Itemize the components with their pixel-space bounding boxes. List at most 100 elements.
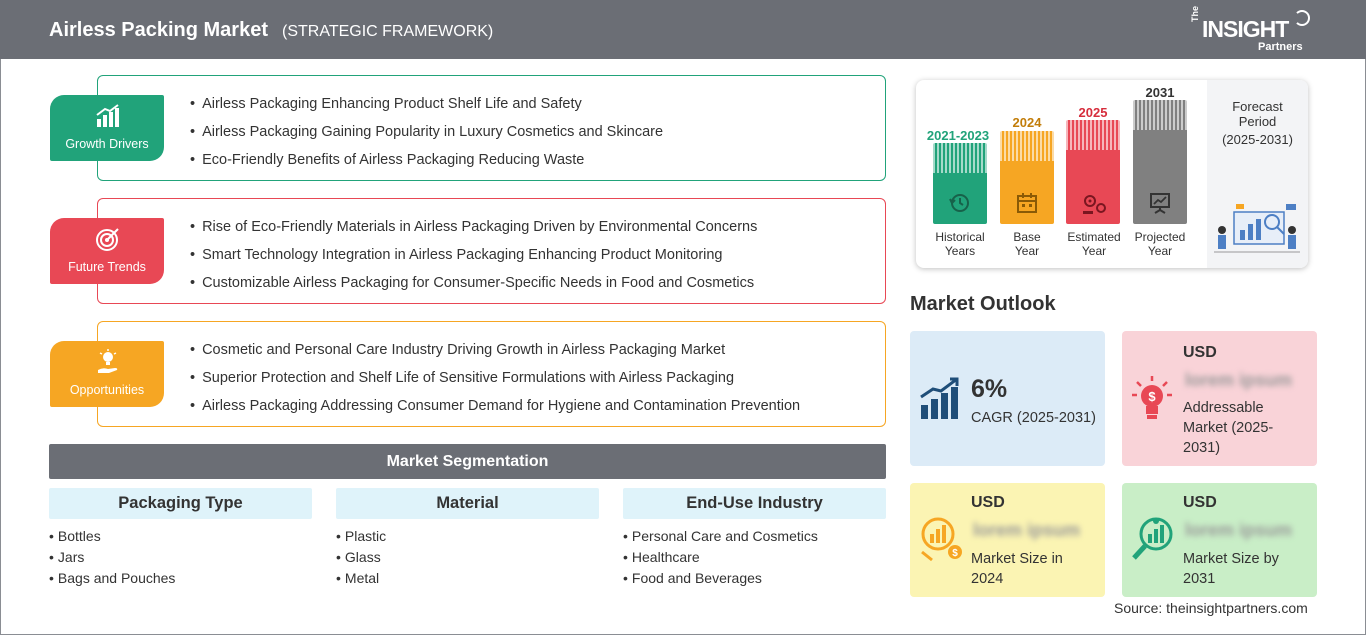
size-2031-label-1: Market Size by: [1183, 551, 1279, 567]
segment-title: End-Use Industry: [623, 488, 886, 519]
cagr-card: 6% CAGR (2025-2031): [910, 331, 1105, 466]
insight-partners-logo[interactable]: The INSIGHT Partners: [1190, 6, 1310, 54]
calendar-icon: [1017, 193, 1037, 213]
market-segmentation-header: Market Segmentation: [49, 444, 886, 479]
list-item: Rise of Eco-Friendly Materials in Airles…: [190, 217, 757, 245]
source-credit[interactable]: Source: theinsightpartners.com: [1114, 600, 1308, 616]
addressable-usd: USD: [1183, 344, 1217, 361]
caption-base-2: Year: [1014, 244, 1040, 258]
segment-end-use-industry: End-Use Industry Personal Care and Cosme…: [623, 488, 886, 589]
market-size-2024-card: USD lorem ipsum $ Market Size in 2024: [910, 483, 1105, 597]
bar-stripes: [1000, 131, 1054, 161]
size-2024-value-blurred: lorem ipsum: [973, 520, 1081, 540]
list-item: Healthcare: [623, 547, 886, 568]
lightbulb-dollar-icon: $: [1132, 376, 1172, 419]
bar-projected: [1133, 100, 1187, 224]
bar-stripes: [933, 143, 987, 173]
list-item: Smart Technology Integration in Airless …: [190, 245, 757, 273]
size-2031-usd: USD: [1183, 494, 1217, 511]
future-trends-label: Future Trends: [68, 260, 146, 274]
header-bar: Airless Packing Market (STRATEGIC FRAMEW…: [0, 0, 1366, 59]
page-subtitle: (STRATEGIC FRAMEWORK): [282, 23, 494, 40]
size-2024-usd: USD: [971, 494, 1005, 511]
segment-material: Material Plastic Glass Metal: [336, 488, 599, 589]
size-2024-label-2: 2024: [971, 571, 1004, 587]
list-item: Glass: [336, 547, 599, 568]
segment-title: Packaging Type: [49, 488, 312, 519]
forecast-line2: Period: [1238, 114, 1277, 129]
logo-partners: Partners: [1258, 41, 1303, 53]
list-item: Food and Beverages: [623, 568, 886, 589]
addressable-market-card: USD lorem ipsum $ Addressable Market (20…: [1122, 331, 1317, 466]
size-2024-label-1: Market Size in: [971, 551, 1063, 567]
list-item: Jars: [49, 547, 312, 568]
timeline-card: Forecast Period (2025-2031) 2021-2023: [916, 80, 1308, 268]
future-trends-badge: Future Trends: [50, 218, 164, 284]
market-outlook-title: Market Outlook: [910, 293, 1056, 315]
addressable-label-3: 2031): [1183, 440, 1221, 456]
year-label-base: 2024: [1012, 115, 1042, 130]
growth-drivers-list: Airless Packaging Enhancing Product Shel…: [190, 94, 663, 178]
bar-base: [1000, 131, 1054, 224]
logo-arc-icon: [1294, 10, 1310, 26]
opportunities-badge: Opportunities: [50, 341, 164, 407]
growth-drivers-badge: Growth Drivers: [50, 95, 164, 161]
opportunities-list: Cosmetic and Personal Care Industry Driv…: [190, 340, 800, 424]
caption-estimated-1: Estimated: [1067, 230, 1121, 244]
analytics-people-icon: [1214, 204, 1300, 253]
segment-packaging-type: Packaging Type Bottles Jars Bags and Pou…: [49, 488, 312, 589]
future-trends-box: Rise of Eco-Friendly Materials in Airles…: [97, 198, 886, 304]
caption-historical-2: Years: [944, 244, 976, 258]
growth-chart-icon: [96, 104, 119, 127]
lightbulb-hand-icon: [98, 349, 118, 373]
logo-insight: INSIGHT: [1202, 16, 1289, 42]
list-item: Bags and Pouches: [49, 568, 312, 589]
bar-estimated: [1066, 120, 1120, 224]
presentation-icon: [1150, 193, 1170, 214]
page-title: Airless Packing Market: [49, 19, 268, 41]
list-item: Eco-Friendly Benefits of Airless Packagi…: [190, 150, 663, 178]
opportunities-box: Cosmetic and Personal Care Industry Driv…: [97, 321, 886, 427]
svg-text:$: $: [952, 548, 958, 559]
list-item: Plastic: [336, 526, 599, 547]
bar-stripes: [1133, 100, 1187, 130]
growth-drivers-label: Growth Drivers: [65, 137, 149, 151]
list-item: Airless Packaging Enhancing Product Shel…: [190, 94, 663, 122]
opportunities-label: Opportunities: [69, 383, 145, 397]
list-item: Airless Packaging Addressing Consumer De…: [190, 396, 800, 424]
cagr-value: 6%: [971, 375, 1008, 403]
svg-text:$: $: [1148, 389, 1156, 404]
year-label-estimated: 2025: [1078, 105, 1108, 120]
caption-historical-1: Historical: [935, 230, 985, 244]
list-item: Personal Care and Cosmetics: [623, 526, 886, 547]
logo-the: The: [1190, 5, 1200, 22]
caption-projected-2: Year: [1147, 244, 1173, 258]
size-2031-value-blurred: lorem ipsum: [1185, 520, 1293, 540]
caption-estimated-2: Year: [1081, 244, 1107, 258]
addressable-label-2: Market (2025-: [1183, 420, 1274, 436]
year-label-projected: 2031: [1145, 85, 1175, 100]
list-item: Superior Protection and Shelf Life of Se…: [190, 368, 800, 396]
market-size-2031-card: USD lorem ipsum Market Size by 2031: [1122, 483, 1317, 597]
growth-drivers-box: Airless Packaging Enhancing Product Shel…: [97, 75, 886, 181]
addressable-value-blurred: lorem ipsum: [1185, 370, 1293, 390]
list-item: Customizable Airless Packaging for Consu…: [190, 273, 757, 301]
money-chart-icon: $: [921, 517, 962, 562]
bar-historical: [933, 143, 987, 224]
forecast-line1: Forecast: [1232, 99, 1283, 114]
target-icon: [96, 228, 119, 251]
caption-projected-1: Projected: [1134, 230, 1186, 244]
size-2031-label-2: 2031: [1183, 571, 1216, 587]
magnifier-chart-icon: [1132, 517, 1173, 560]
list-item: Bottles: [49, 526, 312, 547]
history-icon: [949, 194, 969, 212]
caption-base-1: Base: [1013, 230, 1041, 244]
growth-chart-icon: [920, 377, 959, 419]
year-label-historical: 2021-2023: [926, 128, 990, 143]
list-item: Cosmetic and Personal Care Industry Driv…: [190, 340, 800, 368]
cagr-label: CAGR (2025-2031): [971, 410, 1096, 426]
segment-title: Material: [336, 488, 599, 519]
addressable-label-1: Addressable: [1183, 400, 1264, 416]
future-trends-list: Rise of Eco-Friendly Materials in Airles…: [190, 217, 757, 301]
gears-icon: [1083, 195, 1106, 214]
